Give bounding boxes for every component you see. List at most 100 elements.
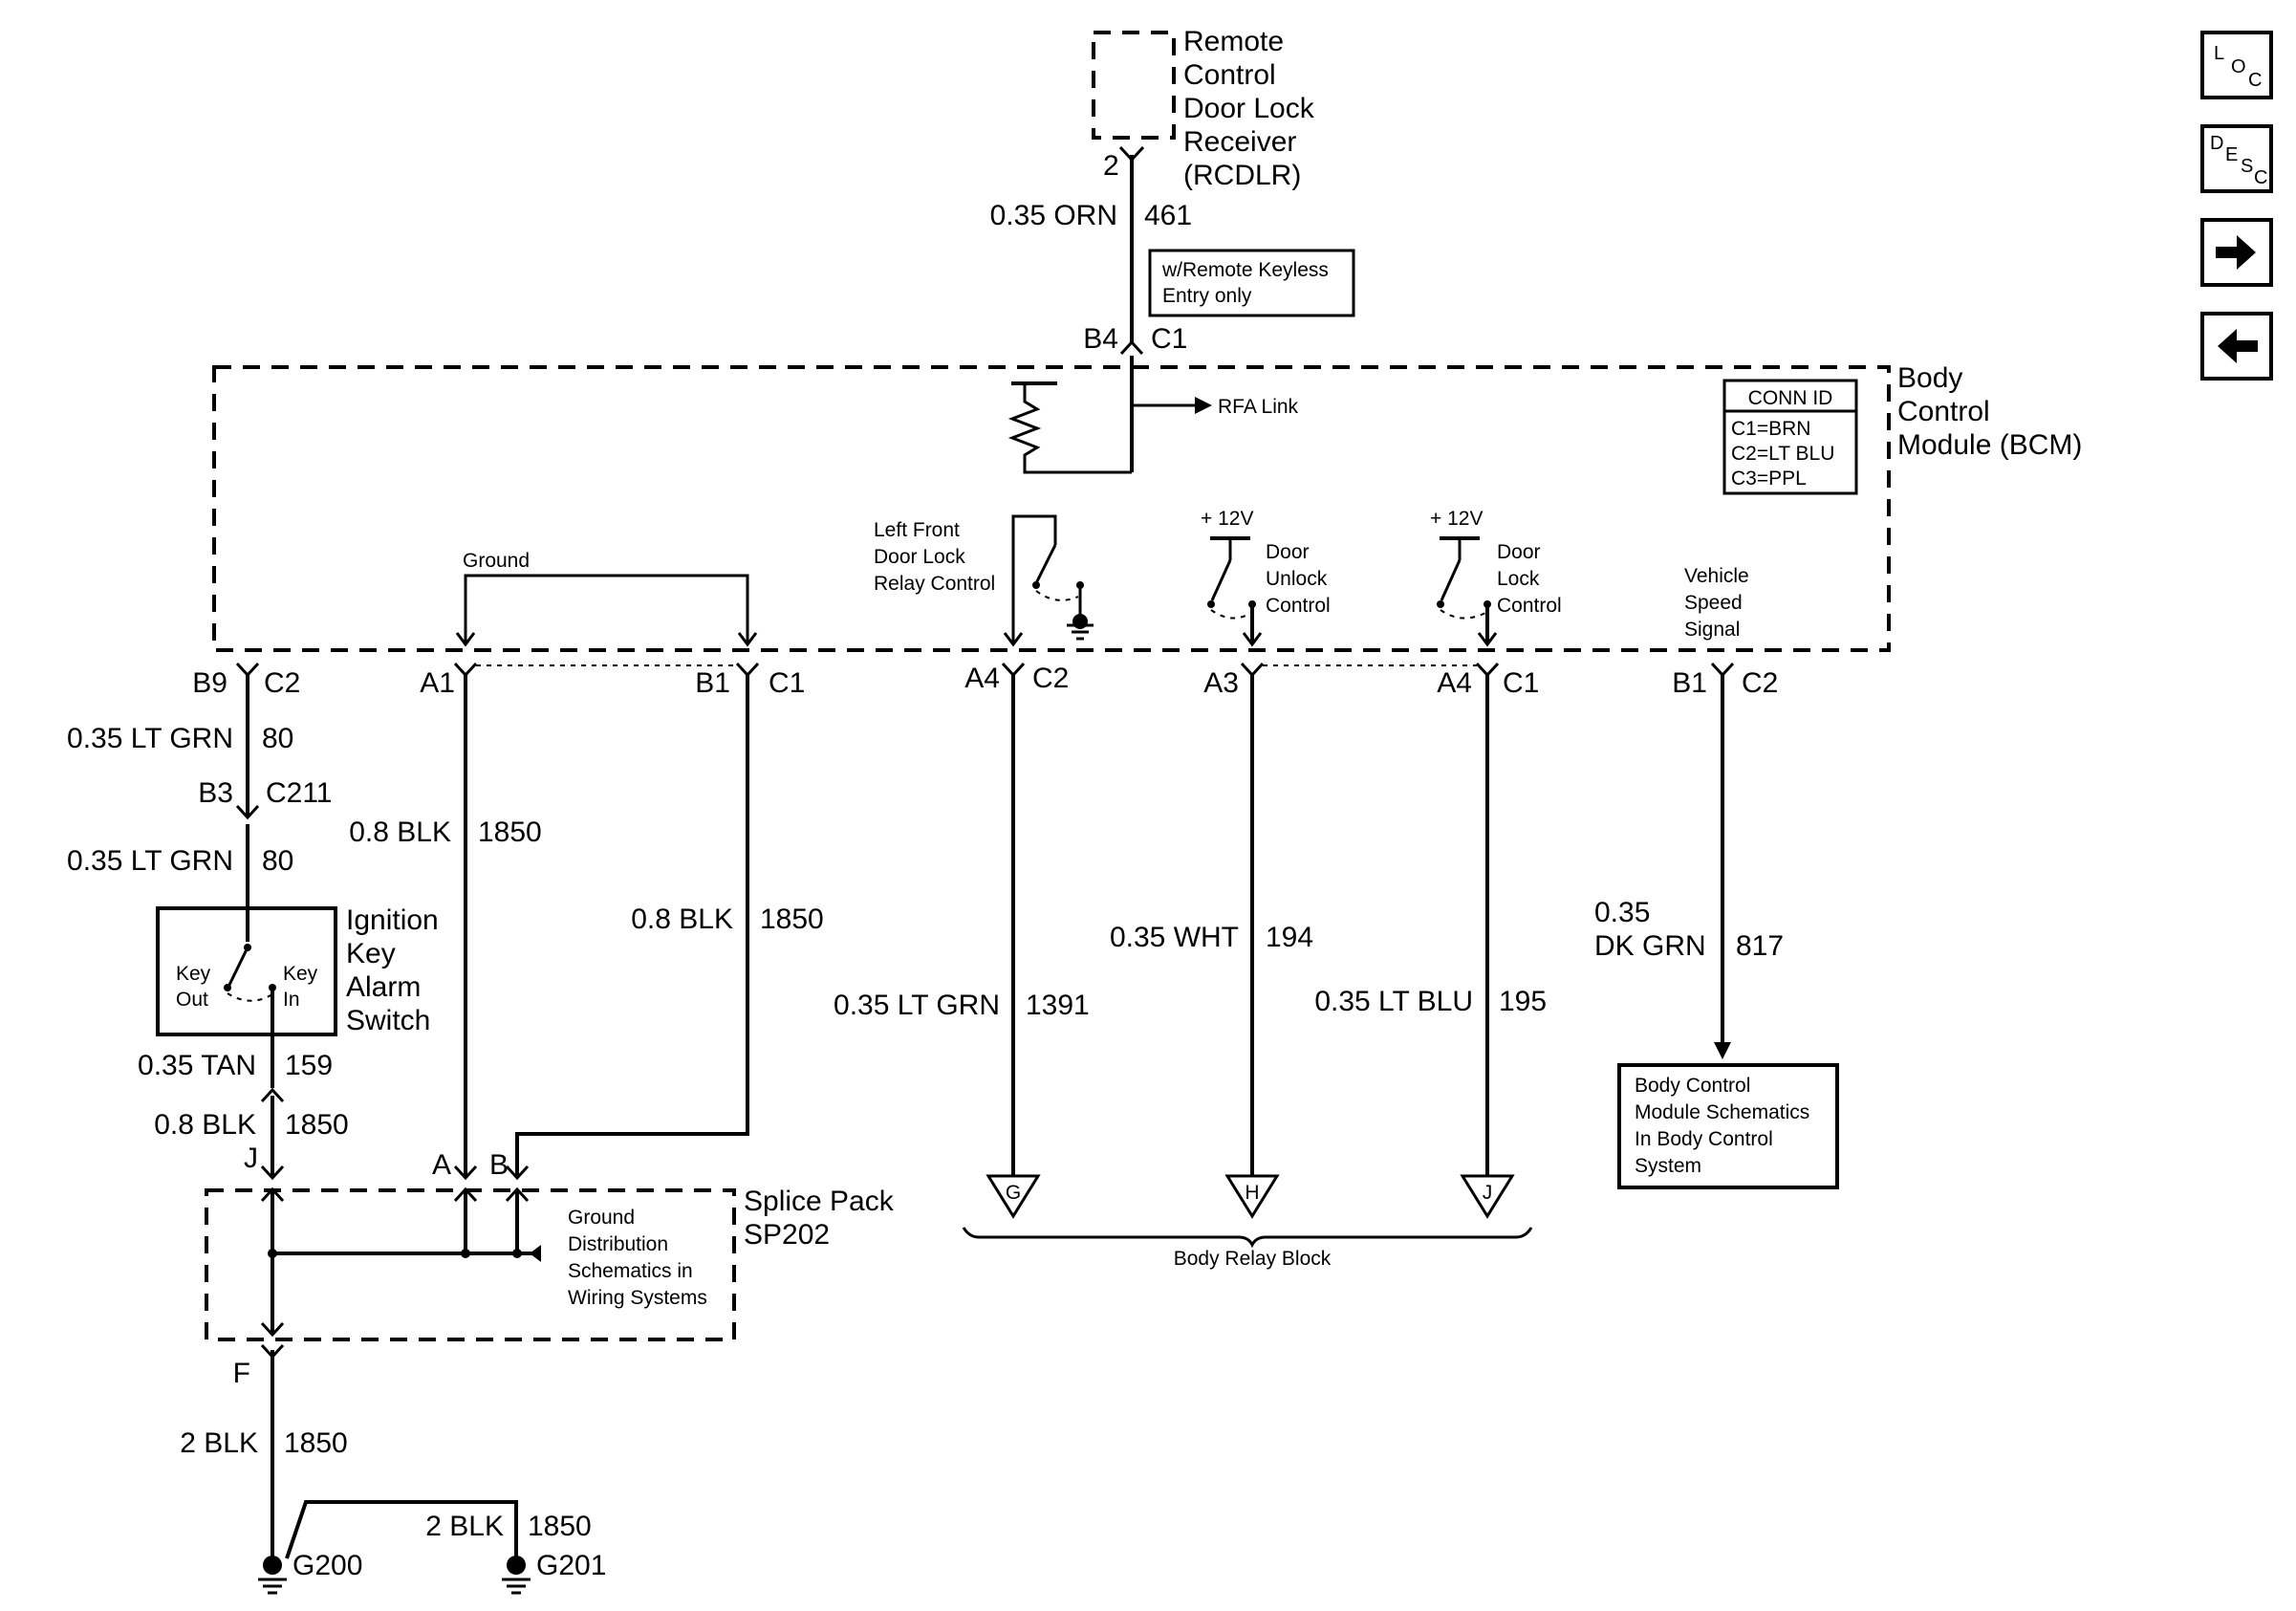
splice-pin-j: J (244, 1143, 258, 1174)
ignition-switch-contact-out (224, 984, 231, 991)
lf-relay-switch (1034, 544, 1057, 584)
lf-relay-ground-dot (1072, 614, 1088, 629)
conn-c2-c: C2 (1742, 667, 1778, 699)
wire-194-gauge: 0.35 WHT (1110, 922, 1239, 953)
rcdlr-pin-label: 2 (1103, 150, 1119, 182)
bcm-label: Body Control Module (BCM) (1897, 362, 2082, 461)
conn-c1-a: C1 (769, 667, 805, 699)
relay-block-brace (962, 1227, 1533, 1249)
wire-159-gauge: 0.35 TAN (138, 1050, 256, 1081)
wire-1850-b-circuit: 1850 (760, 903, 824, 935)
g200-ground-dot (263, 1556, 282, 1575)
splice-pin-b: B (489, 1149, 509, 1181)
wire-159-connector (260, 1087, 285, 1103)
relay-block-h: H (1245, 1182, 1259, 1204)
relay-block-g: G (1006, 1182, 1021, 1204)
splice-pack-box (205, 1188, 736, 1341)
wire-80-b-gauge: 0.35 LT GRN (67, 845, 233, 877)
ignition-switch-link (227, 992, 273, 1002)
door-unlock-arrow (1242, 632, 1263, 647)
splice-node-j (268, 1249, 277, 1258)
pin-a4-b: A4 (1437, 667, 1472, 699)
desc-letter-e: E (2225, 144, 2239, 165)
wire-2blk-b-gauge: 2 BLK (425, 1511, 504, 1542)
splice-pack-label: Splice Pack SP202 (744, 1186, 901, 1251)
ground-g201: G201 (536, 1550, 606, 1581)
keyless-note-label: w/Remote Keyless Entry only (1161, 259, 1334, 307)
pin-b3: B3 (198, 777, 233, 809)
vss-label: Vehicle Speed Signal (1684, 565, 1755, 641)
conn-id-title: CONN ID (1748, 387, 1833, 409)
arrow-left-icon (2218, 329, 2258, 363)
wire-195-gauge: 0.35 LT BLU (1314, 986, 1473, 1017)
wire-195-circuit: 195 (1499, 986, 1547, 1017)
wire-2blk-a-gauge: 2 BLK (180, 1427, 258, 1459)
splice-node-a (461, 1249, 470, 1258)
conn-c2-a: C2 (264, 667, 300, 699)
wire-1391-circuit: 1391 (1026, 990, 1090, 1021)
wire-2blk-b-circuit: 1850 (528, 1511, 592, 1542)
splice-pin-a: A (432, 1149, 451, 1181)
wire-461-circuit: 461 (1144, 200, 1192, 231)
desc-button[interactable]: D E S C (2200, 124, 2273, 193)
splice-b-connector (505, 1165, 530, 1181)
lf-relay-contact-2 (1076, 581, 1084, 589)
ground-g200: G200 (292, 1550, 362, 1581)
desc-letter-d: D (2210, 133, 2224, 154)
wire-1850-a-circuit: 1850 (478, 816, 542, 848)
ignition-switch-box (156, 906, 337, 1036)
loc-letter-l: L (2214, 43, 2225, 64)
door-unlock-switch (1210, 559, 1232, 601)
conn-id-values: C1=BRN C2=LT BLU C3=PPL (1731, 418, 1840, 490)
ignition-switch-blade (227, 947, 249, 986)
c211-connector (235, 804, 260, 820)
forward-button[interactable] (2200, 218, 2273, 287)
pin-b4: B4 (1083, 323, 1118, 355)
rcdlr-box (1092, 31, 1176, 140)
lf-relay-label: Left Front Door Lock Relay Control (874, 519, 995, 595)
ground-dist-arrowhead (530, 1245, 541, 1262)
wire-817-arrowhead (1714, 1042, 1731, 1059)
splice-pin-f: F (233, 1358, 250, 1389)
g201-ground-dot (507, 1556, 526, 1575)
relay-block-g-triangle (986, 1174, 1041, 1219)
desc-letter-c: C (2254, 167, 2268, 188)
loc-letter-o: O (2231, 56, 2246, 77)
keyless-note-box (1148, 249, 1355, 317)
relay-block-j: J (1483, 1182, 1493, 1204)
rfa-link-label: RFA Link (1218, 396, 1299, 418)
door-lock-switch (1440, 559, 1462, 601)
ground-arrow-b1 (737, 632, 758, 647)
ignition-switch-label: Ignition Key Alarm Switch (346, 904, 446, 1036)
bcm-schematics-label: Body Control Module Schematics In Body C… (1635, 1075, 1815, 1177)
splice-a-connector (453, 1165, 478, 1181)
wire-80-a-circuit: 80 (262, 723, 293, 754)
relay-block-h-triangle (1224, 1174, 1280, 1219)
conn-c2-b: C2 (1032, 663, 1069, 694)
splice-b-inner (505, 1186, 530, 1203)
splice-f-inner (260, 1321, 285, 1338)
door-unlock-voltage: + 12V (1201, 508, 1253, 530)
rcdlr-label: Remote Control Door Lock Receiver (RCDLR… (1183, 26, 1322, 191)
door-lock-voltage: + 12V (1430, 508, 1483, 530)
splice-j-inner (260, 1186, 285, 1203)
wire-80-b-circuit: 80 (262, 845, 293, 877)
wire-1850-c-gauge: 0.8 BLK (154, 1109, 256, 1141)
loc-button[interactable]: L O C (2200, 31, 2273, 99)
door-lock-label: Door Lock Control (1497, 541, 1562, 617)
wire-817-gauge: 0.35 DK GRN (1594, 897, 1706, 962)
ground-label: Ground (463, 550, 530, 572)
wire-1391-gauge: 0.35 LT GRN (834, 990, 1000, 1021)
conn-c1-b: C1 (1503, 667, 1539, 699)
wire-1850-b (515, 673, 749, 1178)
splice-a-inner (453, 1186, 478, 1203)
back-button[interactable] (2200, 312, 2273, 381)
resistor-symbol (1007, 383, 1132, 474)
relay-block-j-triangle (1460, 1174, 1515, 1219)
pin-b9: B9 (192, 667, 227, 699)
wire-159-circuit: 159 (285, 1050, 333, 1081)
wire-461-gauge: 0.35 ORN (990, 200, 1117, 231)
desc-letter-s: S (2241, 156, 2254, 177)
door-lock-link (1440, 609, 1488, 620)
